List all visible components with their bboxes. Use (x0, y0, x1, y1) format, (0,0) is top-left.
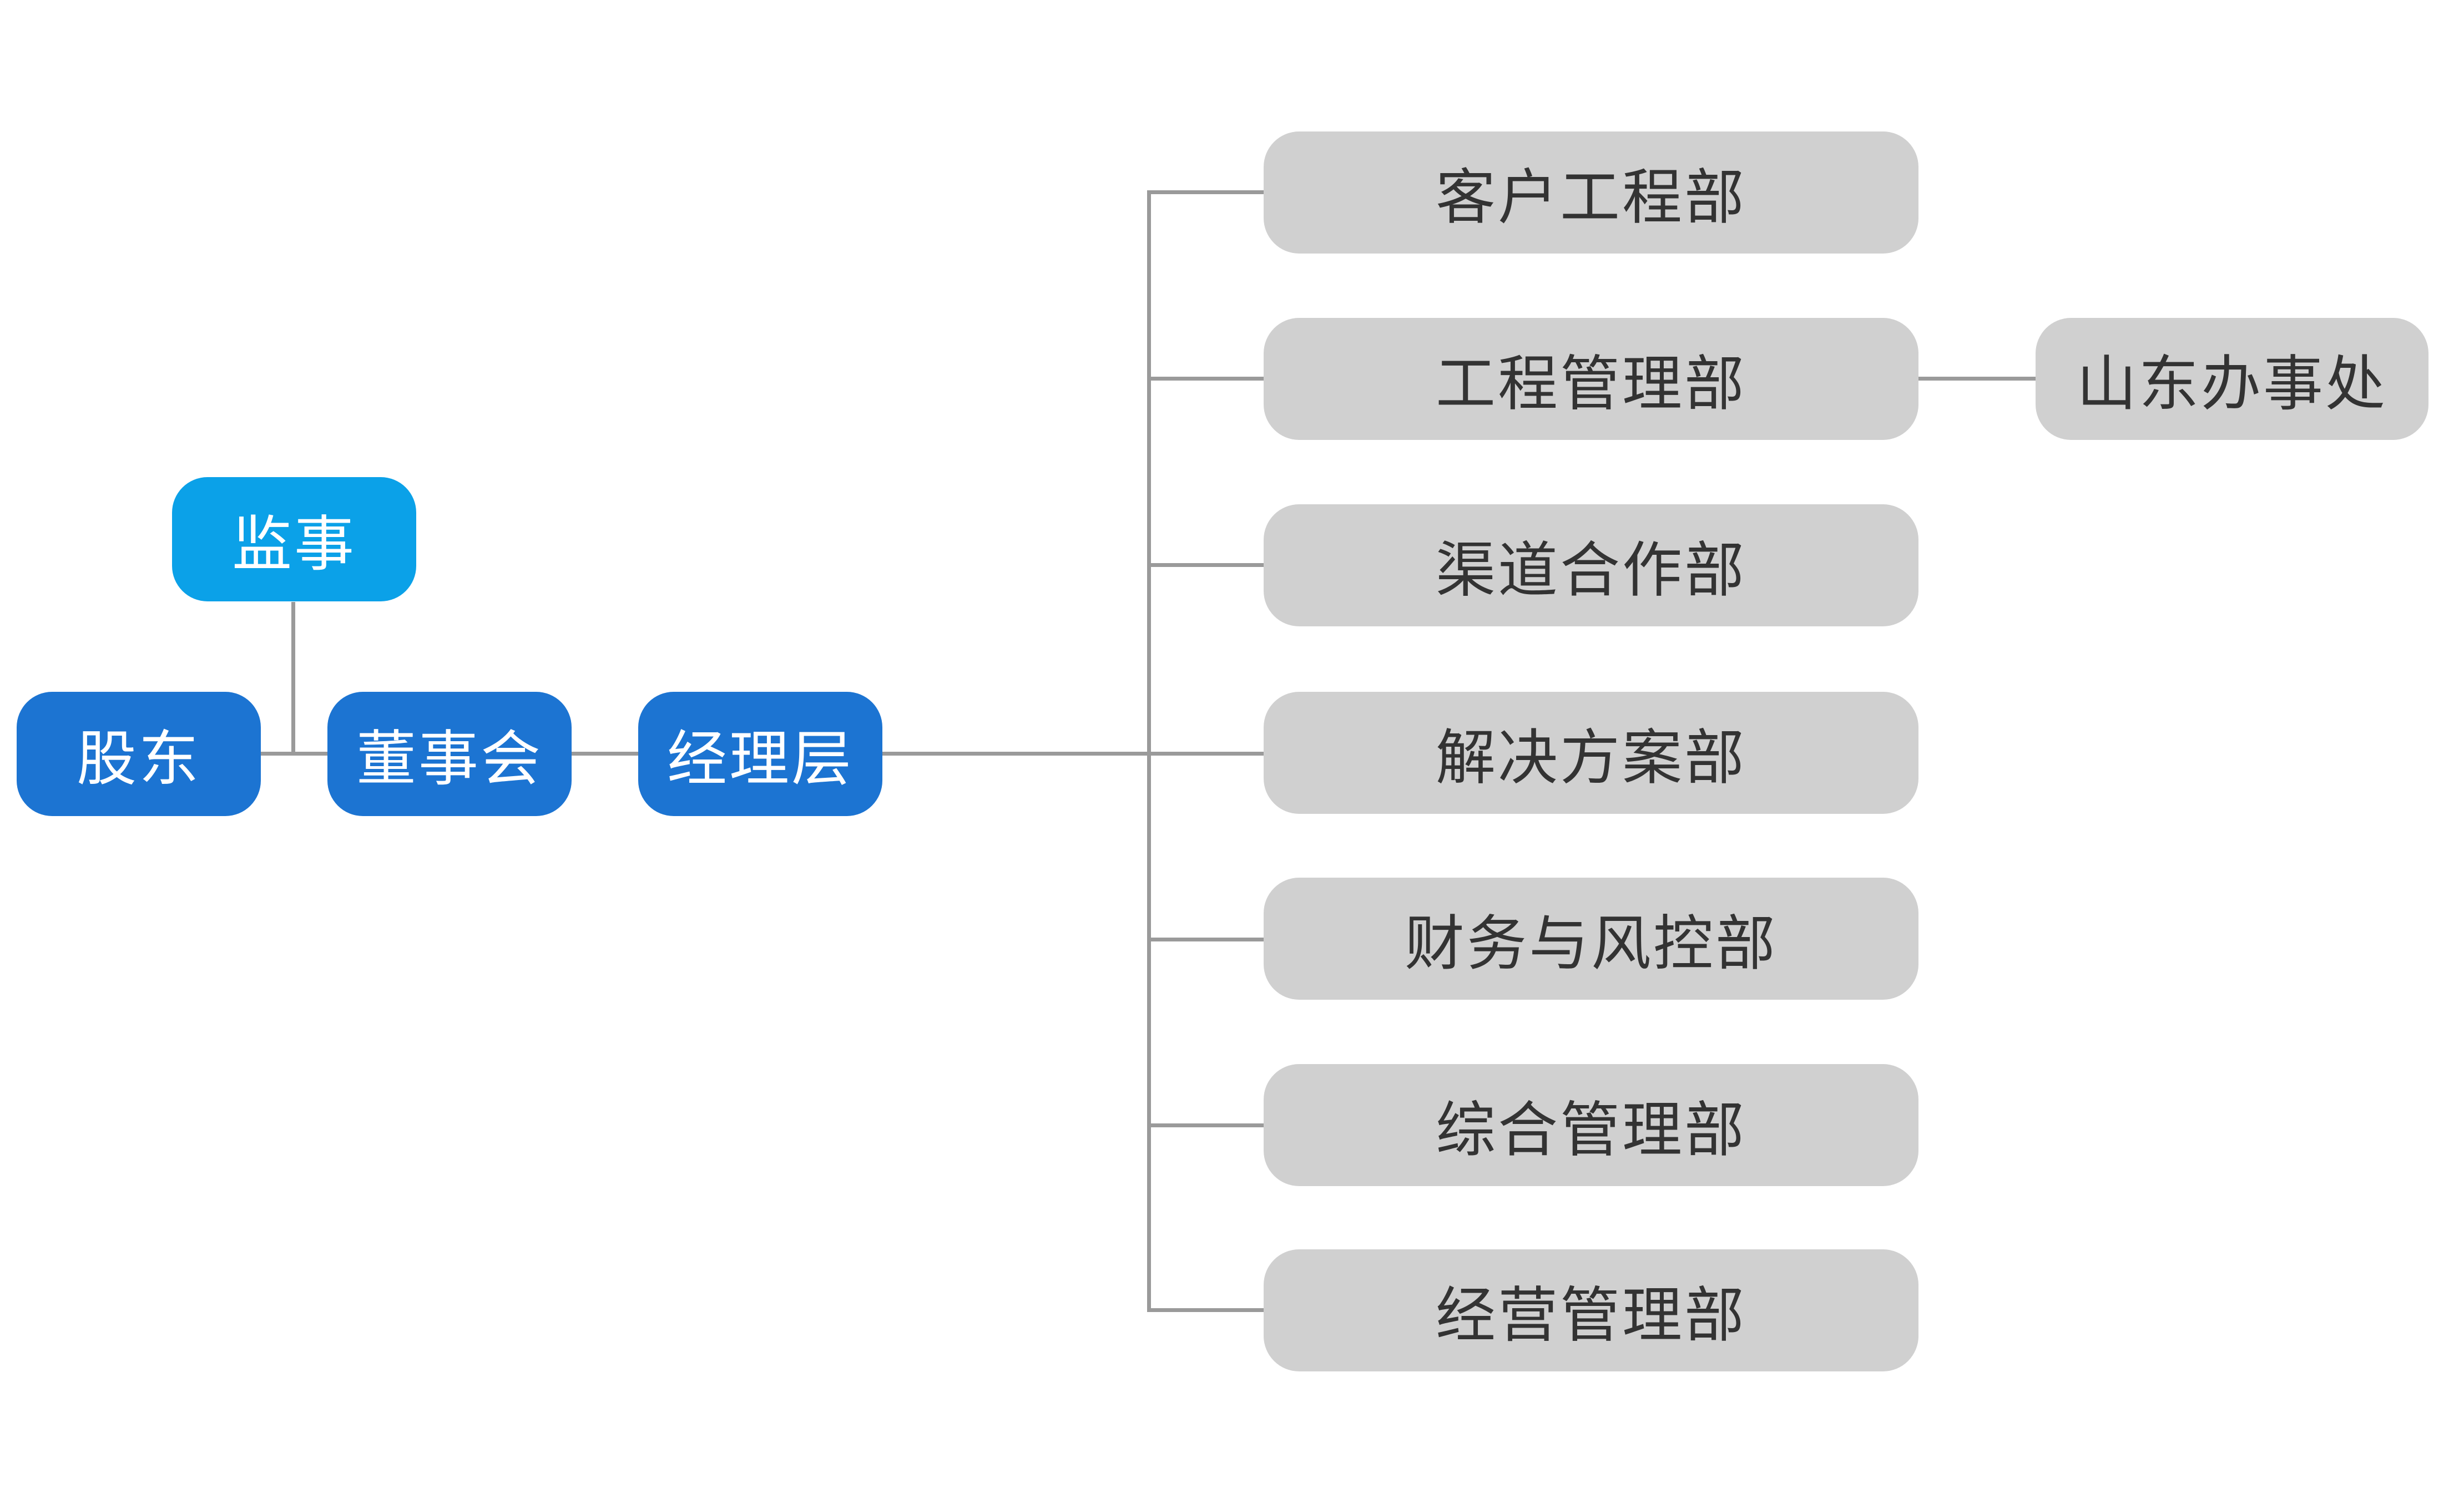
connector-branch-department-3 (1147, 563, 1265, 567)
connector-branch-department-2 (1147, 377, 1265, 381)
connector-branch-department-4 (1147, 752, 1265, 756)
connector-branch-department-1 (1147, 190, 1265, 194)
connector-branch-department-6 (1147, 1123, 1265, 1127)
shandong-office-node: 山东办事处 (2036, 318, 2428, 440)
connector-management-trunk (882, 752, 1151, 756)
supervisor-node: 监事 (172, 477, 416, 601)
shareholders-node: 股东 (17, 692, 261, 816)
connector-departments-spine (1147, 190, 1151, 1312)
connector-branch-department-7 (1147, 1308, 1265, 1312)
connector-board-management (572, 752, 639, 756)
department-node-finance-risk: 财务与风控部 (1264, 878, 1918, 1000)
connector-branch-department-5 (1147, 938, 1265, 941)
connector-supervisor-vertical (291, 602, 295, 756)
management-node: 经理层 (638, 692, 882, 816)
department-node-general-management: 综合管理部 (1264, 1064, 1918, 1186)
department-node-channel-partnership: 渠道合作部 (1264, 504, 1918, 626)
department-node-engineering-management: 工程管理部 (1264, 318, 1918, 440)
department-node-customer-engineering: 客户工程部 (1264, 131, 1918, 254)
connector-shareholders-board (261, 752, 329, 756)
department-node-operations-management: 经营管理部 (1264, 1249, 1918, 1371)
connector-engineering-shandong (1917, 377, 2036, 381)
board-node: 董事会 (327, 692, 572, 816)
department-node-solutions: 解决方案部 (1264, 692, 1918, 814)
